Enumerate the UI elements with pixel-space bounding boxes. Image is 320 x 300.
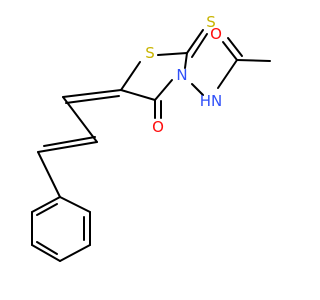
molecule-structure: S S N HN O O — [31, 13, 271, 262]
bond-benzene-inner-2 — [36, 241, 58, 255]
bond-thioxo-a — [186, 29, 204, 54]
bond-s1-c2 — [157, 52, 188, 56]
bond-benzene-3 — [59, 244, 91, 262]
atom-label-nitrogen-ring: N — [176, 66, 187, 84]
bond-layer — [31, 29, 271, 262]
atom-label-nitrogen-amide: HN — [200, 92, 223, 110]
bond-nh-carbonyl — [217, 59, 238, 89]
atom-label-sulfur-thioxo: S — [206, 13, 216, 31]
atom-label-oxygen-ring-carbonyl: O — [152, 118, 164, 136]
bond-vinyl-double-b — [43, 136, 96, 147]
atom-label-layer: S S N HN O O — [145, 13, 222, 136]
bond-vinyl-single — [62, 96, 98, 143]
bond-vinyl-double-a — [37, 141, 98, 153]
bond-benzene-1 — [59, 196, 91, 213]
bond-c5-s1 — [120, 61, 141, 91]
bond-acetyl-double-b — [227, 37, 243, 57]
atom-label-sulfur-ring: S — [145, 44, 155, 62]
bond-benzene-4 — [31, 244, 61, 262]
bond-acetyl-methyl — [236, 59, 271, 62]
bond-benzene-inner-3 — [36, 203, 58, 216]
bond-exocyclic-double-a — [62, 89, 122, 98]
bond-c2-n3 — [184, 52, 188, 69]
bond-acetyl-double-a — [222, 41, 238, 61]
bond-exocyclic-double-b — [65, 95, 120, 104]
atom-label-oxygen-acetyl: O — [210, 25, 222, 43]
bond-benzene-6 — [31, 196, 61, 213]
bond-phenyl-vinyl — [37, 151, 61, 198]
bond-n3-c4 — [154, 79, 173, 101]
bond-thioxo-b — [191, 33, 208, 58]
bond-n-n — [191, 83, 204, 96]
bond-c4-c5 — [120, 89, 156, 101]
